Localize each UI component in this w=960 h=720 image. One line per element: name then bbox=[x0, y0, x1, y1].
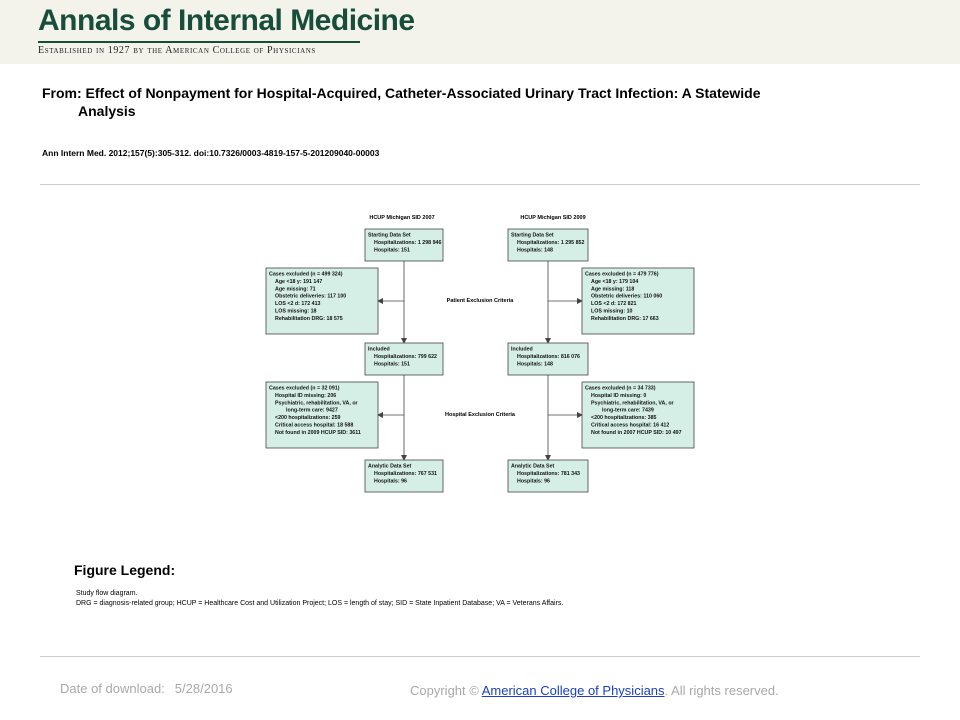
right-hospital-exclusion-box-line: Hospital ID missing: 0 bbox=[591, 393, 646, 399]
article-title-line2: Analysis bbox=[78, 103, 136, 119]
left-hospital-exclusion-box-line: Critical access hospital: 18 588 bbox=[275, 423, 353, 429]
right-analytic-data-set-box-frame bbox=[507, 459, 589, 493]
right-analytic-data-set-box-line: Analytic Data Set bbox=[511, 464, 555, 470]
right-hospital-exclusion-box-line: Cases excluded (n = 34 733) bbox=[585, 386, 656, 392]
left-patient-exclusion-box-line: Obstetric deliveries: 117 100 bbox=[275, 294, 346, 300]
patient-exclusion-label: Patient Exclusion Criteria bbox=[447, 298, 515, 304]
right-patient-exclusion-box-line: Cases excluded (n = 479 776) bbox=[585, 272, 659, 278]
left-hospital-exclusion-box-line: Hospital ID missing: 206 bbox=[275, 393, 336, 399]
right-starting-data-set-box-line: Starting Data Set bbox=[511, 233, 554, 239]
right-starting-data-set-box-line: Hospitalizations: 1 295 852 bbox=[517, 240, 584, 246]
left-patient-exclusion-box-line: Cases excluded (n = 499 324) bbox=[269, 272, 343, 278]
right-analytic-data-set-box-line: Hospitals: 96 bbox=[517, 478, 550, 484]
left-included-box-frame bbox=[364, 342, 444, 376]
right-hospital-exclusion-box-line: Psychiatric, rehabilitation, VA, or bbox=[591, 400, 674, 406]
download-date-label: Date of download: bbox=[60, 681, 165, 696]
left-hospital-exclusion-box-line: Psychiatric, rehabilitation, VA, or bbox=[275, 400, 358, 406]
figure-legend-caption: Study flow diagram. bbox=[76, 590, 138, 597]
right-hospital-exclusion-box-line: <200 hospitalizations: 385 bbox=[591, 415, 657, 421]
left-patient-exclusion-box-line: Rehabilitation DRG: 18 575 bbox=[275, 316, 343, 322]
left-hospital-exclusion-box-line: Cases excluded (n = 32 091) bbox=[269, 386, 340, 392]
left-starting-data-set-box-line: Hospitals: 151 bbox=[374, 247, 410, 253]
left-analytic-data-set-box-frame bbox=[364, 459, 444, 493]
left-included-box-line: Included bbox=[368, 347, 390, 353]
right-patient-exclusion-box: Cases excluded (n = 479 776)Age <18 y: 1… bbox=[581, 267, 695, 335]
figure-legend-abbreviations: DRG = diagnosis-related group; HCUP = He… bbox=[76, 600, 564, 607]
copyright-suffix: . All rights reserved. bbox=[664, 683, 779, 698]
publisher-link[interactable]: American College of Physicians bbox=[481, 683, 665, 698]
right-patient-exclusion-box-line: LOS <2 d: 172 821 bbox=[591, 301, 637, 307]
right-patient-exclusion-box-line: Obstetric deliveries: 110 060 bbox=[591, 294, 662, 300]
left-analytic-data-set-box-line: Hospitalizations: 767 531 bbox=[374, 471, 437, 477]
journal-tagline: Established in 1927 by the American Coll… bbox=[38, 45, 316, 56]
left-patient-exclusion-box-line: LOS missing: 18 bbox=[275, 309, 317, 315]
right-patient-exclusion-box-line: Age <18 y: 179 104 bbox=[591, 279, 638, 285]
journal-header: Annals of Internal Medicine Established … bbox=[0, 0, 960, 64]
right-hospital-exclusion-box-line: long-term care: 7439 bbox=[602, 408, 654, 414]
right-column-header: HCUP Michigan SID 2009 bbox=[520, 215, 585, 221]
right-starting-data-set-box-line: Hospitals: 148 bbox=[517, 247, 553, 253]
left-patient-exclusion-box: Cases excluded (n = 499 324)Age <18 y: 1… bbox=[265, 267, 379, 335]
divider-top bbox=[40, 184, 920, 185]
right-hospital-exclusion-box-line: Not found in 2007 HCUP SID: 10 497 bbox=[591, 430, 682, 436]
figure-legend-heading: Figure Legend: bbox=[74, 562, 176, 578]
left-analytic-data-set-box-line: Analytic Data Set bbox=[368, 464, 412, 470]
article-title: From: Effect of Nonpayment for Hospital-… bbox=[42, 84, 882, 120]
left-starting-data-set-box-line: Starting Data Set bbox=[368, 233, 411, 239]
left-hospital-exclusion-box-line: <200 hospitalizations: 259 bbox=[275, 415, 341, 421]
left-included-box-line: Hospitals: 151 bbox=[374, 361, 410, 367]
right-patient-exclusion-box-frame bbox=[581, 267, 695, 335]
article-title-line1: From: Effect of Nonpayment for Hospital-… bbox=[42, 85, 761, 101]
right-included-box-line: Included bbox=[511, 347, 533, 353]
left-patient-exclusion-box-line: Age missing: 71 bbox=[275, 286, 316, 292]
article-citation: Ann Intern Med. 2012;157(5):305-312. doi… bbox=[42, 148, 380, 158]
right-included-box-frame bbox=[507, 342, 589, 376]
right-included-box-line: Hospitalizations: 816 076 bbox=[517, 354, 580, 360]
left-hospital-exclusion-box-frame bbox=[265, 381, 379, 449]
left-hospital-exclusion-box-line: Not found in 2009 HCUP SID: 3611 bbox=[275, 430, 361, 436]
right-hospital-exclusion-box-frame bbox=[581, 381, 695, 449]
left-analytic-data-set-box-line: Hospitals: 96 bbox=[374, 478, 407, 484]
right-starting-data-set-box-frame bbox=[507, 228, 589, 262]
right-hospital-exclusion-box-line: Critical access hospital: 16 412 bbox=[591, 423, 669, 429]
copyright-notice: Copyright © American College of Physicia… bbox=[410, 683, 779, 698]
left-hospital-exclusion-box: Cases excluded (n = 32 091)Hospital ID m… bbox=[265, 381, 379, 449]
left-column-header: HCUP Michigan SID 2007 bbox=[369, 215, 434, 221]
right-included-box-line: Hospitals: 148 bbox=[517, 361, 553, 367]
divider-bottom bbox=[40, 656, 920, 657]
right-patient-exclusion-box-line: Age missing: 118 bbox=[591, 286, 634, 292]
left-patient-exclusion-box-frame bbox=[265, 267, 379, 335]
right-patient-exclusion-box-line: LOS missing: 10 bbox=[591, 309, 633, 315]
download-date-value: 5/28/2016 bbox=[174, 681, 233, 696]
hospital-exclusion-label: Hospital Exclusion Criteria bbox=[445, 412, 516, 418]
left-patient-exclusion-box-line: LOS <2 d: 172 413 bbox=[275, 301, 321, 307]
download-date: Date of download: 5/28/2016 bbox=[60, 681, 233, 696]
right-patient-exclusion-box-line: Rehabilitation DRG: 17 663 bbox=[591, 316, 659, 322]
left-patient-exclusion-box-line: Age <18 y: 191 147 bbox=[275, 279, 322, 285]
left-starting-data-set-box-frame bbox=[364, 228, 444, 262]
right-hospital-exclusion-box: Cases excluded (n = 34 733)Hospital ID m… bbox=[581, 381, 695, 449]
left-included-box-line: Hospitalizations: 799 622 bbox=[374, 354, 437, 360]
copyright-prefix: Copyright © bbox=[410, 683, 479, 698]
left-starting-data-set-box-line: Hospitalizations: 1 298 946 bbox=[374, 240, 441, 246]
logo-rule bbox=[38, 41, 360, 43]
left-hospital-exclusion-box-line: long-term care: 9427 bbox=[286, 408, 338, 414]
right-analytic-data-set-box-line: Hospitalizations: 781 343 bbox=[517, 471, 580, 477]
journal-logo-title: Annals of Internal Medicine bbox=[38, 4, 415, 37]
